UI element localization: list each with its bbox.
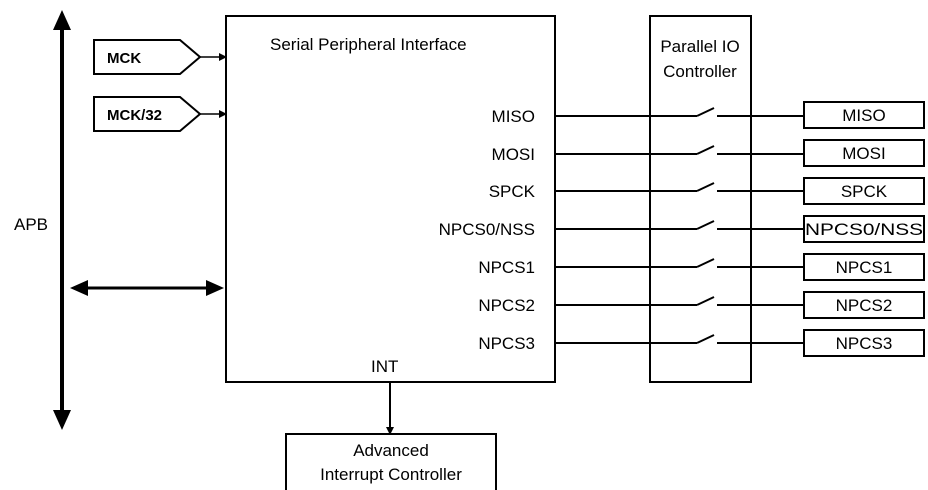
mck-label: MCK: [107, 50, 141, 67]
spi-signal-npcs1: NPCS1: [478, 258, 535, 277]
pio-title-line1: Parallel IO: [660, 37, 739, 56]
spi-signal-npcs0: NPCS0/NSS: [439, 220, 535, 239]
spi-signal-npcs3: NPCS3: [478, 334, 535, 353]
apb-bus-top-arrowhead: [53, 10, 71, 30]
pin-box-npcs3: [803, 329, 925, 357]
spi-signal-miso: MISO: [492, 107, 535, 126]
signal-line-npcs2: [555, 296, 804, 306]
signal-line-npcs0: [555, 220, 804, 230]
signal-line-mosi: [555, 145, 804, 155]
switch-miso: [696, 107, 715, 117]
switch-npcs1: [696, 258, 715, 268]
switch-npcs0: [696, 220, 715, 230]
aic-title-line1: Advanced: [353, 441, 429, 460]
pio-block: [649, 15, 752, 383]
apb-to-spi-arrow: [70, 280, 224, 296]
aic-block: [285, 433, 497, 490]
spi-title: Serial Peripheral Interface: [270, 35, 467, 54]
pin-box-npcs0: [803, 215, 925, 243]
pin-label-npcs0: NPCS0/NSS: [805, 220, 923, 239]
apb-bus-bottom-arrowhead: [53, 410, 71, 430]
switch-npcs3: [696, 334, 715, 344]
mck-clock-input: [93, 39, 227, 75]
int-label: INT: [371, 357, 398, 376]
pin-label-npcs3: NPCS3: [836, 334, 893, 353]
pin-label-npcs1: NPCS1: [836, 258, 893, 277]
apb-bus: [53, 10, 71, 430]
signal-line-spck: [555, 182, 804, 192]
aic-title-line2: Interrupt Controller: [320, 465, 462, 484]
spi-signal-mosi: MOSI: [492, 145, 535, 164]
pin-label-miso: MISO: [842, 106, 885, 125]
signal-lines: [555, 107, 804, 344]
signal-line-miso: [555, 107, 804, 117]
spi-block: [225, 15, 556, 383]
pin-label-mosi: MOSI: [842, 144, 885, 163]
pin-box-npcs1: [803, 253, 925, 281]
pin-box-miso: [803, 101, 925, 129]
pin-box-spck: [803, 177, 925, 205]
pin-label-npcs2: NPCS2: [836, 296, 893, 315]
mck32-label: MCK/32: [107, 107, 162, 124]
spi-signal-spck: SPCK: [489, 182, 536, 201]
spi-signal-npcs2: NPCS2: [478, 296, 535, 315]
mck32-clock-input: [93, 96, 227, 132]
switch-spck: [696, 182, 715, 192]
apb-label: APB: [14, 215, 48, 234]
signal-line-npcs3: [555, 334, 804, 344]
signal-line-npcs1: [555, 258, 804, 268]
switch-npcs2: [696, 296, 715, 306]
switch-mosi: [696, 145, 715, 155]
pin-box-mosi: [803, 139, 925, 167]
pio-title-line2: Controller: [663, 62, 737, 81]
pin-box-npcs2: [803, 291, 925, 319]
pin-label-spck: SPCK: [841, 182, 888, 201]
